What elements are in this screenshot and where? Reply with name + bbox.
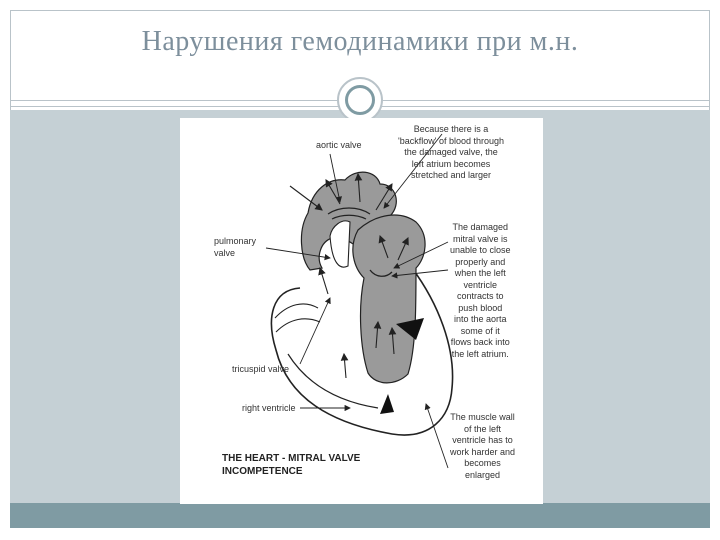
slide-title: Нарушения гемодинамики при м.н. [141, 26, 579, 57]
footer-bar [10, 503, 710, 528]
ring-ornament-icon [337, 77, 383, 123]
right-ventricle-arrow [380, 394, 394, 414]
note-mitral-valve: The damaged mitral valve is unable to cl… [450, 222, 511, 359]
figure-caption: THE HEART - MITRAL VALVE INCOMPETENCE [222, 453, 361, 477]
heart-diagram: aortic valve pulmonary valve tricuspid v… [180, 118, 543, 504]
label-aortic-valve: aortic valve [316, 140, 362, 150]
mitral-valve [369, 269, 393, 277]
left-heart-chambers [352, 214, 426, 384]
note-left-atrium: Because there is a 'backflow' of blood t… [398, 124, 505, 180]
heart-outline [270, 267, 454, 436]
heart-drawing [265, 133, 454, 469]
left-ventricle-arrow [396, 318, 424, 340]
label-right-ventricle: right ventricle [242, 403, 296, 413]
aortic-valve [327, 207, 371, 220]
label-pulmonary-valve: pulmonary valve [214, 236, 257, 258]
note-ventricle-wall: The muscle wall of the left ventricle ha… [450, 412, 516, 480]
label-tricuspid-valve: tricuspid valve [232, 364, 290, 374]
pulmonary-trunk [329, 220, 351, 268]
vena-cava [274, 303, 321, 333]
right-ventricle-wall [287, 353, 379, 409]
